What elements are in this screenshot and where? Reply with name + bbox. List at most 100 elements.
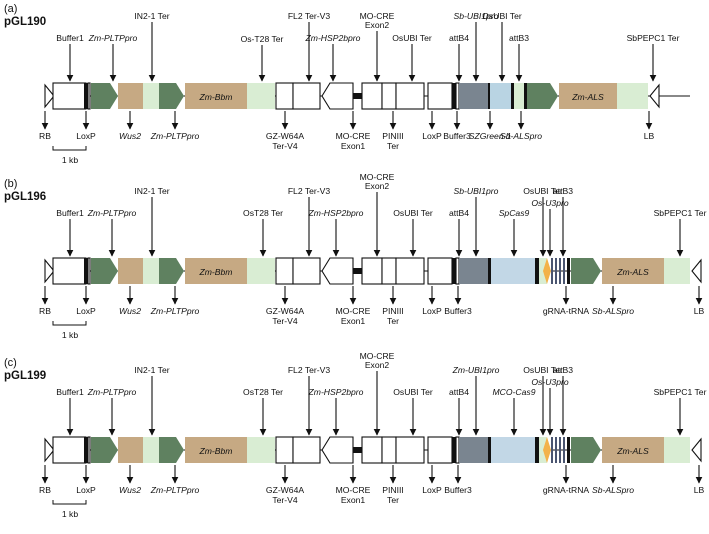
osubi-ter-box [427,436,453,464]
mo-cre-exon1 [361,82,383,110]
top-label: SbPEPC1 Ter [654,387,707,397]
als-gene [559,83,617,109]
in2-1-terminator [143,437,159,463]
loxp-gap-2 [455,257,460,285]
bottom-label: Wus2 [119,306,141,316]
top-label: Zm-PLTPpro [88,33,138,43]
top-label: attB3 [553,186,573,196]
top-label: Buffer1 [56,33,84,43]
scale-label: 1 kb [62,509,78,519]
top-label: Os-U3pro [531,198,568,208]
fl2-terminator [292,257,321,285]
ubi-marker [488,437,491,463]
gz-w64a-terminator [275,257,294,285]
pltp-promoter-2 [159,83,184,109]
szgreen-cds [490,83,511,109]
sb-als-promoter [527,83,558,109]
attb4-block [459,437,488,463]
scale-bar [52,321,87,326]
top-label: Os-U3pro [531,377,568,387]
top-label: OsUBI Ter [523,365,563,375]
bottom-label: Wus2 [119,131,141,141]
pinii-terminator [395,82,425,110]
bottom-label: LoxP [422,306,442,316]
top-label: IN2-1 Ter [134,186,169,196]
rb-border [44,83,55,109]
bbm-gene [185,258,247,284]
top-label: Zm-HSP2bpro [308,387,364,397]
attb3-bar [567,437,570,463]
loxp-site [84,258,88,284]
top-label: SbPEPC1 Ter [654,208,707,218]
bottom-label: Zm-PLTPpro [150,306,200,316]
cas9-cds [491,258,535,284]
bottom-label: Wus2 [119,485,141,495]
bottom-label: LoxP [76,485,96,495]
gz-w64a-terminator [275,82,294,110]
top-label: OsT28 Ter [243,387,283,397]
ubi-marker [488,258,491,284]
panel-letter: (b) [4,178,17,190]
bottom-label: Ter-V4 [272,141,298,151]
grna-trna-stripe [563,437,565,463]
buffer1-box [52,82,87,110]
bbm-label: Zm-Bbm [199,92,233,102]
mo-cre-exon2 [381,82,397,110]
top-label: Zm-HSP2bpro [308,208,364,218]
bottom-label: RB [39,485,51,495]
top-label: Buffer1 [56,208,84,218]
loxp-site [84,437,88,463]
in2-1-terminator [143,258,159,284]
bottom-label: Ter-V4 [272,495,298,505]
attb4-block [459,83,488,109]
top-label: Os-T28 Ter [241,34,284,44]
sbpepc1-terminator [664,437,690,463]
fl2-terminator [292,82,321,110]
ost28-terminator [247,437,275,463]
bottom-label: RB [39,131,51,141]
top-label: FL2 Ter-V3 [288,186,331,196]
grna-trna-stripe [555,258,557,284]
sb-ubi-marker [488,83,490,109]
loxp-site [84,83,88,109]
top-label: Sb-UBI1pro [454,186,499,196]
mo-cre-exon2 [381,436,397,464]
pltp-promoter-1 [91,258,118,284]
top-label: Zm-PLTPpro [87,387,137,397]
scale-label: 1 kb [62,155,78,165]
panel-letter: (c) [4,357,17,369]
bottom-label: LB [694,485,705,495]
rb-border [44,258,55,284]
top-label: attB4 [449,33,469,43]
pltp-promoter-1 [91,83,118,109]
bottom-label: MO-CRE [336,485,371,495]
bottom-label: Ter [387,495,399,505]
bottom-label: gRNA-tRNA [543,485,590,495]
scale-label: 1 kb [62,330,78,340]
bottom-label: Sb-ALSpro [592,306,634,316]
bottom-label: Exon1 [341,495,366,505]
bottom-label: Ter [387,316,399,326]
wus2-gene [118,437,143,463]
bottom-label: MO-CRE [336,131,371,141]
loxp-gap [87,82,91,110]
osubi-ter-box [427,257,453,285]
osubi-ter [514,83,526,109]
top-label: Zm-UBI1pro [452,365,500,375]
bottom-label: Zm-PLTPpro [150,131,200,141]
osubi-ter-box [427,82,453,110]
als-label: Zm-ALS [571,92,604,102]
top-label: Sb-UBI1pro [454,11,499,21]
attb3-bar [524,83,527,109]
osubi-ter-bar [535,437,539,463]
hsp2b-promoter [321,436,354,464]
mo-cre-intron [353,447,362,453]
top-label: SbPEPC1 Ter [627,33,680,43]
hsp2b-promoter [321,257,354,285]
fl2-terminator [292,436,321,464]
bottom-label: PINIII [382,306,404,316]
